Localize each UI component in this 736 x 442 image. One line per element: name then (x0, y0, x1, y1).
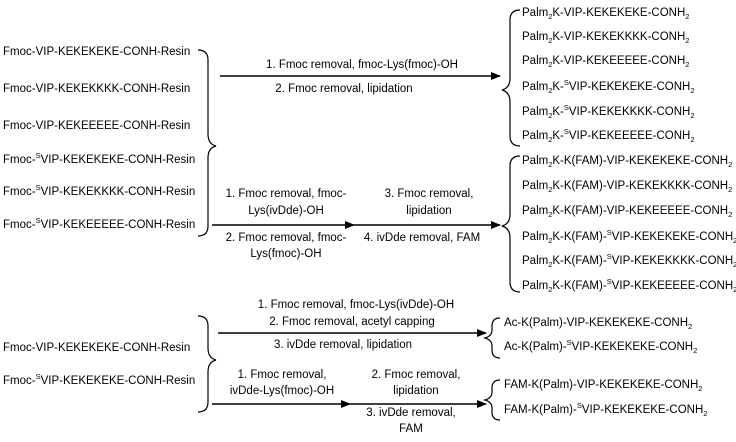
resin-label: Fmoc-SVIP-KEKEKEKE-CONH-Resin (3, 151, 195, 166)
resin-label: Fmoc-SVIP-KEKEEEEE-CONH-Resin (3, 216, 195, 231)
resin-label: Fmoc-VIP-KEKEEEEE-CONH-Resin (3, 120, 190, 132)
subscript: 2 (698, 384, 702, 393)
superscript: S (36, 372, 41, 381)
subscript: 2 (685, 60, 689, 69)
route2-condition: Lys(fmoc)-OH (250, 248, 321, 260)
subscript: 2 (728, 160, 732, 169)
subscript: 2 (693, 346, 697, 355)
route1-condition: 1. Fmoc removal, fmoc-Lys(fmoc)-OH (266, 59, 458, 71)
resin-label: Fmoc-SVIP-KEKEKKKK-CONH-Resin (3, 183, 195, 198)
subscript: 2 (685, 36, 689, 45)
resin-label: Fmoc-VIP-KEKEKEKE-CONH-Resin (3, 342, 190, 354)
superscript: S (36, 151, 41, 160)
resin-label: Fmoc-VIP-KEKEKEKE-CONH-Resin (3, 46, 190, 58)
subscript: 2 (688, 322, 692, 331)
subscript: 2 (690, 111, 694, 120)
brace-resins-top (197, 49, 217, 237)
subscript: 2 (733, 260, 736, 269)
product-label: Palm2K-K(FAM)-SVIP-KEKEEEEE-CONH2 (522, 277, 736, 294)
subscript: 2 (548, 135, 552, 144)
subscript: 2 (548, 60, 552, 69)
product-label: Palm2K-K(FAM)-VIP-KEKEEEEE-CONH2 (522, 205, 732, 219)
route3-condition: 3. ivDde removal, lipidation (274, 339, 412, 351)
product-label: Palm2K-SVIP-KEKEKKKK-CONH2 (522, 103, 694, 120)
product-label: Palm2K-K(FAM)-VIP-KEKEKKKK-CONH2 (522, 180, 732, 194)
subscript: 2 (690, 86, 694, 95)
subscript: 2 (548, 285, 552, 294)
product-label: Palm2K-K(FAM)-SVIP-KEKEKEKE-CONH2 (522, 228, 736, 245)
subscript: 2 (548, 12, 552, 21)
subscript: 2 (548, 185, 552, 194)
subscript: 2 (548, 236, 552, 245)
superscript: S (564, 78, 569, 87)
superscript: S (607, 228, 612, 237)
route2-condition: Lys(ivDde)-OH (248, 205, 324, 217)
subscript: 2 (690, 135, 694, 144)
subscript: 2 (548, 210, 552, 219)
superscript: S (564, 103, 569, 112)
route2-condition: lipidation (406, 205, 451, 217)
subscript: 2 (548, 111, 552, 120)
route2-condition: 4. ivDde removal, FAM (364, 232, 480, 244)
route2-condition: 3. Fmoc removal, (385, 188, 474, 200)
superscript: S (564, 127, 569, 136)
brace-products-group4 (482, 379, 501, 421)
brace-products-group3 (482, 317, 501, 359)
subscript: 2 (548, 260, 552, 269)
route4-condition: 1. Fmoc removal, (238, 369, 327, 381)
route3-condition: 2. Fmoc removal, acetyl capping (269, 316, 435, 328)
superscript: S (567, 338, 572, 347)
route2-condition: 2. Fmoc removal, fmoc- (226, 232, 347, 244)
superscript: S (36, 216, 41, 225)
superscript: S (607, 277, 612, 286)
route4-condition: 2. Fmoc removal, (372, 369, 461, 381)
subscript: 2 (548, 160, 552, 169)
resin-label: Fmoc-VIP-KEKEKKKK-CONH-Resin (3, 83, 190, 95)
subscript: 2 (703, 409, 707, 418)
product-label: Ac-K(Palm)-VIP-KEKEKEKE-CONH2 (504, 317, 692, 331)
subscript: 2 (733, 285, 736, 294)
subscript: 2 (733, 236, 736, 245)
superscript: S (607, 252, 612, 261)
subscript: 2 (548, 86, 552, 95)
brace-products-group1 (501, 9, 521, 147)
product-label: FAM-K(Palm)-VIP-KEKEKEKE-CONH2 (504, 379, 702, 393)
product-label: Palm2K-VIP-KEKEKKKK-CONH2 (522, 31, 689, 45)
product-label: FAM-K(Palm)-SVIP-KEKEKEKE-CONH2 (504, 401, 707, 418)
product-label: Palm2K-K(FAM)-SVIP-KEKEKKKK-CONH2 (522, 252, 736, 269)
route3-condition: 1. Fmoc removal, fmoc-Lys(ivDde)-OH (258, 299, 454, 311)
route1-condition: 2. Fmoc removal, lipidation (275, 83, 412, 95)
route4-condition: lipidation (393, 385, 438, 397)
product-label: Ac-K(Palm)-SVIP-KEKEKEKE-CONH2 (504, 338, 697, 355)
route4-condition: FAM (399, 423, 423, 435)
subscript: 2 (685, 12, 689, 21)
subscript: 2 (548, 36, 552, 45)
product-label: Palm2K-VIP-KEKEKEKE-CONH2 (522, 7, 689, 21)
subscript: 2 (728, 185, 732, 194)
subscript: 2 (728, 210, 732, 219)
brace-products-group2 (501, 155, 521, 293)
product-label: Palm2K-SVIP-KEKEKEKE-CONH2 (522, 78, 694, 95)
route4-condition: 3. ivDde removal, (366, 407, 455, 419)
superscript: S (36, 183, 41, 192)
resin-label: Fmoc-SVIP-KEKEKEKE-CONH-Resin (3, 372, 195, 387)
product-label: Palm2K-K(FAM)-VIP-KEKEKEKE-CONH2 (522, 155, 732, 169)
product-label: Palm2K-VIP-KEKEEEEE-CONH2 (522, 55, 689, 69)
superscript: S (577, 401, 582, 410)
route4-condition: ivDde-Lys(fmoc)-OH (230, 385, 334, 397)
product-label: Palm2K-SVIP-KEKEEEEE-CONH2 (522, 127, 694, 144)
route2-condition: 1. Fmoc removal, fmoc- (226, 188, 347, 200)
brace-resins-bottom (197, 315, 217, 413)
